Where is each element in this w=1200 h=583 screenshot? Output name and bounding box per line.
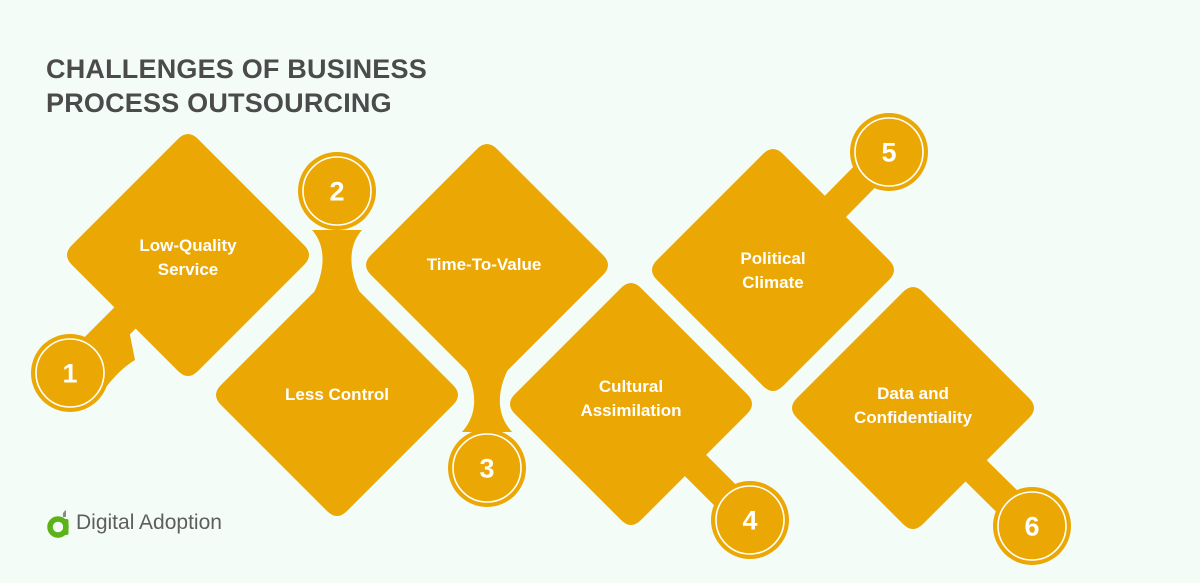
logo-text: Digital Adoption — [76, 511, 222, 534]
challenge-label-2: Less Control — [237, 383, 437, 407]
badge-ring-4 — [715, 485, 785, 555]
badge-ring-1 — [35, 338, 105, 408]
challenge-label-6: Data and Confidentiality — [813, 382, 1013, 430]
badge-ring-5 — [854, 117, 924, 187]
label-line: Time-To-Value — [426, 255, 542, 274]
badge-number-2: 2 — [329, 176, 345, 207]
challenge-label-5: Political Climate — [673, 247, 873, 295]
label-line: Assimilation — [580, 401, 682, 420]
challenge-label-4: Cultural Assimilation — [531, 375, 731, 423]
page-title: CHALLENGES OF BUSINESS PROCESS OUTSOURCI… — [46, 52, 427, 120]
label-line: Political — [740, 249, 806, 268]
badge-ring-3 — [452, 433, 522, 503]
challenge-piece-5 — [652, 113, 928, 391]
label-line: Cultural — [598, 377, 664, 396]
label-line: Confidentiality — [853, 408, 973, 427]
badge-number-3: 3 — [479, 453, 495, 484]
challenge-label-1: Low-Quality Service — [88, 234, 288, 282]
label-line: Low-Quality — [139, 236, 237, 255]
challenge-piece-6 — [792, 287, 1071, 565]
badge-number-1: 1 — [62, 358, 78, 389]
label-line: Less Control — [285, 385, 389, 404]
badge-number-5: 5 — [881, 137, 897, 168]
title-line-2: PROCESS OUTSOURCING — [46, 88, 392, 118]
badge-ring-2 — [302, 156, 372, 226]
label-line: Data and — [877, 384, 949, 403]
digital-adoption-logo-icon — [46, 508, 74, 538]
label-line: Climate — [742, 273, 804, 292]
badge-number-6: 6 — [1024, 511, 1040, 542]
badge-number-4: 4 — [742, 505, 758, 536]
challenge-label-3: Time-To-Value — [384, 253, 584, 277]
challenge-piece-2 — [216, 152, 458, 516]
brand-logo: Digital Adoption — [46, 508, 222, 538]
challenge-piece-3 — [366, 144, 608, 507]
challenge-piece-4 — [510, 283, 789, 559]
badge-ring-6 — [997, 491, 1067, 561]
title-line-1: CHALLENGES OF BUSINESS — [46, 54, 427, 84]
challenge-piece-1 — [31, 134, 309, 412]
label-line: Service — [157, 260, 219, 279]
